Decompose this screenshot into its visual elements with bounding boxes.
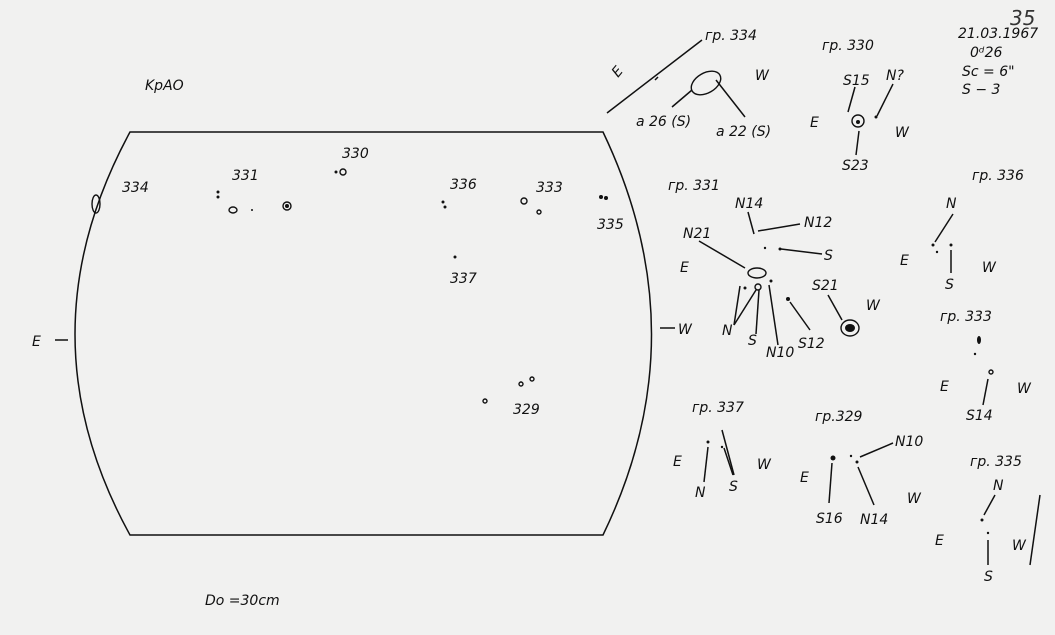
disk-group-337: 337 bbox=[450, 271, 477, 287]
page-number: 35 bbox=[1010, 6, 1035, 30]
group-333-detail: гр. 333 E W S14 bbox=[940, 309, 1032, 424]
svg-text:a 22 (S): a 22 (S) bbox=[716, 124, 771, 140]
svg-text:S12: S12 bbox=[798, 336, 825, 352]
group-329-detail: гр.329 E W N10 S16 N14 bbox=[800, 409, 923, 528]
svg-text:E: E bbox=[810, 115, 819, 131]
svg-text:N12: N12 bbox=[804, 215, 832, 231]
svg-text:W: W bbox=[895, 125, 910, 141]
svg-text:W: W bbox=[907, 491, 922, 507]
disk-group-335: 335 bbox=[597, 217, 624, 233]
svg-text:S: S bbox=[984, 569, 993, 585]
disk-group-330: 330 bbox=[342, 146, 369, 162]
svg-text:гр. 333: гр. 333 bbox=[940, 309, 992, 325]
svg-text:N10: N10 bbox=[895, 434, 923, 450]
svg-text:E: E bbox=[673, 454, 682, 470]
group-335-detail: гр. 335 E W N S bbox=[935, 454, 1041, 585]
aperture-label: Do =30cm bbox=[205, 593, 280, 609]
group-331-detail: гр. 331 E W N14 N12 N21 S N S N10 S12 S2… bbox=[668, 178, 881, 361]
svg-text:S: S bbox=[729, 479, 738, 495]
svg-text:S21: S21 bbox=[812, 278, 839, 294]
svg-text:W: W bbox=[982, 260, 997, 276]
disk-west-label: W bbox=[678, 322, 693, 338]
disk-group-336: 336 bbox=[450, 177, 477, 193]
svg-text:S: S bbox=[748, 333, 757, 349]
svg-text:N10: N10 bbox=[766, 345, 794, 361]
svg-text:гр. 336: гр. 336 bbox=[972, 168, 1024, 184]
date-label: 21.03.1967 bbox=[958, 26, 1038, 42]
svg-text:гр. 331: гр. 331 bbox=[668, 178, 720, 194]
observatory-label: KpAO bbox=[145, 78, 184, 94]
svg-text:S: S bbox=[824, 248, 833, 264]
svg-text:гр. 337: гр. 337 bbox=[692, 400, 744, 416]
svg-text:N14: N14 bbox=[860, 512, 888, 528]
disk-east-label: E bbox=[32, 334, 41, 350]
svg-text:W: W bbox=[757, 457, 772, 473]
svg-text:E: E bbox=[900, 253, 909, 269]
svg-text:W: W bbox=[866, 298, 881, 314]
svg-text:N14: N14 bbox=[735, 196, 763, 212]
svg-text:N?: N? bbox=[886, 68, 904, 84]
group-334-detail: гр. 334 E W a 26 (S) a 22 (S) bbox=[606, 28, 771, 140]
svg-text:W: W bbox=[1017, 381, 1032, 397]
svg-text:E: E bbox=[680, 260, 689, 276]
disk-group-334: 334 bbox=[122, 180, 149, 196]
svg-text:N: N bbox=[993, 478, 1004, 494]
svg-text:S15: S15 bbox=[843, 73, 870, 89]
svg-text:N21: N21 bbox=[683, 226, 711, 242]
svg-text:S16: S16 bbox=[816, 511, 843, 527]
group-336-detail: гр. 336 E W N S bbox=[900, 168, 1024, 293]
svg-text:E: E bbox=[935, 533, 944, 549]
disk-group-329: 329 bbox=[513, 402, 540, 418]
svg-text:N: N bbox=[722, 323, 733, 339]
svg-text:гр.329: гр.329 bbox=[815, 409, 863, 425]
svg-text:N: N bbox=[946, 196, 957, 212]
svg-text:S23: S23 bbox=[842, 158, 869, 174]
svg-text:W: W bbox=[755, 68, 770, 84]
svg-text:E: E bbox=[800, 470, 809, 486]
svg-text:E: E bbox=[940, 379, 949, 395]
svg-text:N: N bbox=[695, 485, 706, 501]
seeing-label: S − 3 bbox=[962, 82, 1000, 98]
svg-text:гр. 334: гр. 334 bbox=[705, 28, 757, 44]
svg-text:W: W bbox=[1012, 538, 1027, 554]
group-337-detail: гр. 337 E W N S bbox=[673, 400, 772, 501]
disk-group-331: 331 bbox=[232, 168, 259, 184]
svg-text:гр. 330: гр. 330 bbox=[822, 38, 874, 54]
svg-text:E: E bbox=[609, 63, 627, 80]
time-label: 0ᵈ26 bbox=[970, 45, 1002, 61]
svg-text:S: S bbox=[945, 277, 954, 293]
svg-text:гр. 335: гр. 335 bbox=[970, 454, 1022, 470]
spot-334 bbox=[91, 194, 101, 214]
svg-text:S14: S14 bbox=[966, 408, 993, 424]
disk-group-333: 333 bbox=[536, 180, 563, 196]
solar-disk-outline bbox=[74, 131, 653, 536]
scale-label: Sc = 6" bbox=[962, 64, 1015, 80]
svg-text:a 26 (S): a 26 (S) bbox=[636, 114, 691, 130]
group-330-detail: гр. 330 E W S15 N? S23 bbox=[810, 38, 910, 174]
